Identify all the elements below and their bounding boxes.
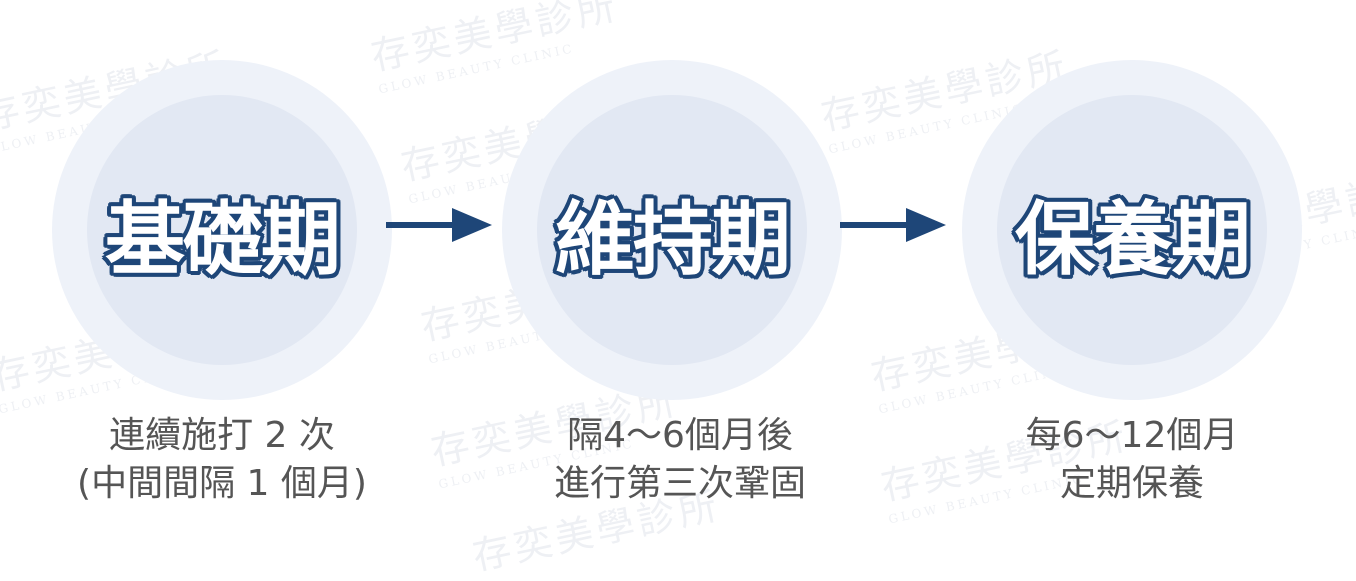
stage-title: 維持期 <box>555 193 791 286</box>
caption-line: 連續施打 2 次 <box>109 415 335 456</box>
caption-line: 進行第三次鞏固 <box>553 463 806 504</box>
caption-line: (中間間隔 1 個月) <box>77 463 367 504</box>
caption-line: 隔4～6個月後 <box>567 415 793 456</box>
caption-line: 定期保養 <box>1059 463 1204 504</box>
stage-circle-foundation: 基礎期 <box>52 60 392 400</box>
stage-caption: 每6～12個月 定期保養 <box>922 412 1342 508</box>
caption-line: 每6～12個月 <box>1025 415 1239 456</box>
stage-circle-inner <box>537 95 807 365</box>
stage-circle-maintenance: 維持期 <box>502 60 842 400</box>
stage-title: 基礎期 <box>105 193 341 286</box>
stage-circle-care: 保養期 <box>962 60 1302 400</box>
watermark-brand-cn: 存奕美學診所 <box>367 0 623 79</box>
stage-circle-inner <box>87 95 357 365</box>
stage-caption: 連續施打 2 次 (中間間隔 1 個月) <box>12 412 432 508</box>
stage-caption: 隔4～6個月後 進行第三次鞏固 <box>470 412 890 508</box>
stage-title: 保養期 <box>1015 193 1251 286</box>
arrow-right-icon <box>840 208 946 242</box>
stage-circle-inner <box>997 95 1267 365</box>
arrow-right-icon <box>386 208 492 242</box>
